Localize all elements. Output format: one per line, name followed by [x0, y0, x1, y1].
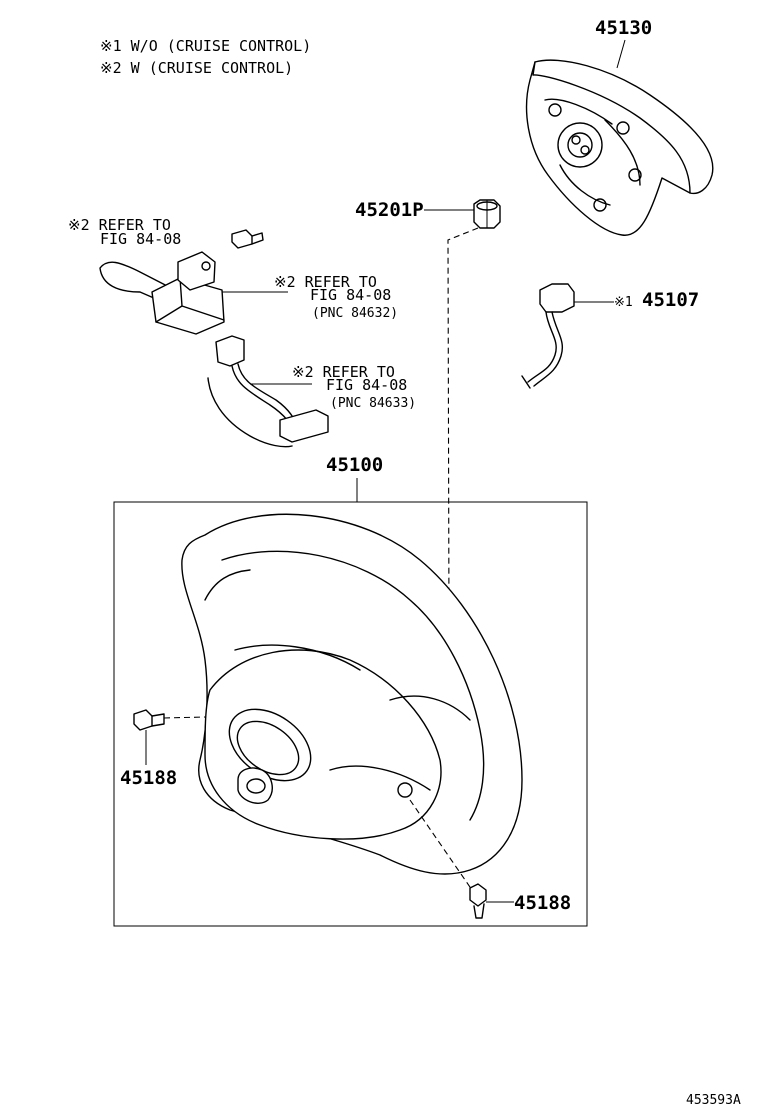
ref-b-line3: (PNC 84632) [312, 306, 398, 321]
bolt-left-dashline [163, 716, 206, 719]
ref-c-line2: FIG 84-08 [326, 376, 407, 394]
screw-ref-a[interactable] [231, 229, 264, 249]
mark-45107: ※1 [614, 295, 633, 310]
ref-b-line2: FIG 84-08 [310, 286, 391, 304]
steering-wheel-45100[interactable] [181, 513, 523, 875]
cruise-control-switch-ref-b[interactable] [99, 251, 225, 335]
ref-a-line2: FIG 84-08 [100, 230, 181, 248]
part-number-45100[interactable]: 45100 [326, 454, 383, 476]
steering-wheel-assembly-frame [113, 501, 588, 927]
note-with-cruise-control: ※2 W (CRUISE CONTROL) [100, 59, 293, 77]
ref-a-line1: ※2 REFER TO [68, 216, 171, 234]
wire-harness-45107[interactable] [521, 283, 575, 389]
figure-code: 453593A [686, 1093, 741, 1108]
part-number-45188-left[interactable]: 45188 [120, 767, 177, 789]
wire-ref-c[interactable] [207, 335, 329, 448]
ref-b-line1: ※2 REFER TO [274, 273, 377, 291]
nut-45201p[interactable] [473, 199, 501, 229]
ref-c-line3: (PNC 84633) [330, 396, 416, 411]
airbag-pad-45130[interactable] [525, 59, 714, 236]
leader-45130 [616, 39, 626, 69]
note-without-cruise-control: ※1 W/O (CRUISE CONTROL) [100, 37, 311, 55]
bolt-45188-right[interactable] [469, 883, 487, 919]
part-number-45201p[interactable]: 45201P [355, 199, 424, 221]
part-number-45130[interactable]: 45130 [595, 17, 652, 39]
part-number-45188-right[interactable]: 45188 [514, 892, 571, 914]
ref-c-line1: ※2 REFER TO [292, 363, 395, 381]
bolt-45188-left[interactable] [133, 709, 165, 731]
part-number-45107[interactable]: 45107 [642, 289, 699, 311]
bolt-right-dashline [409, 799, 473, 891]
